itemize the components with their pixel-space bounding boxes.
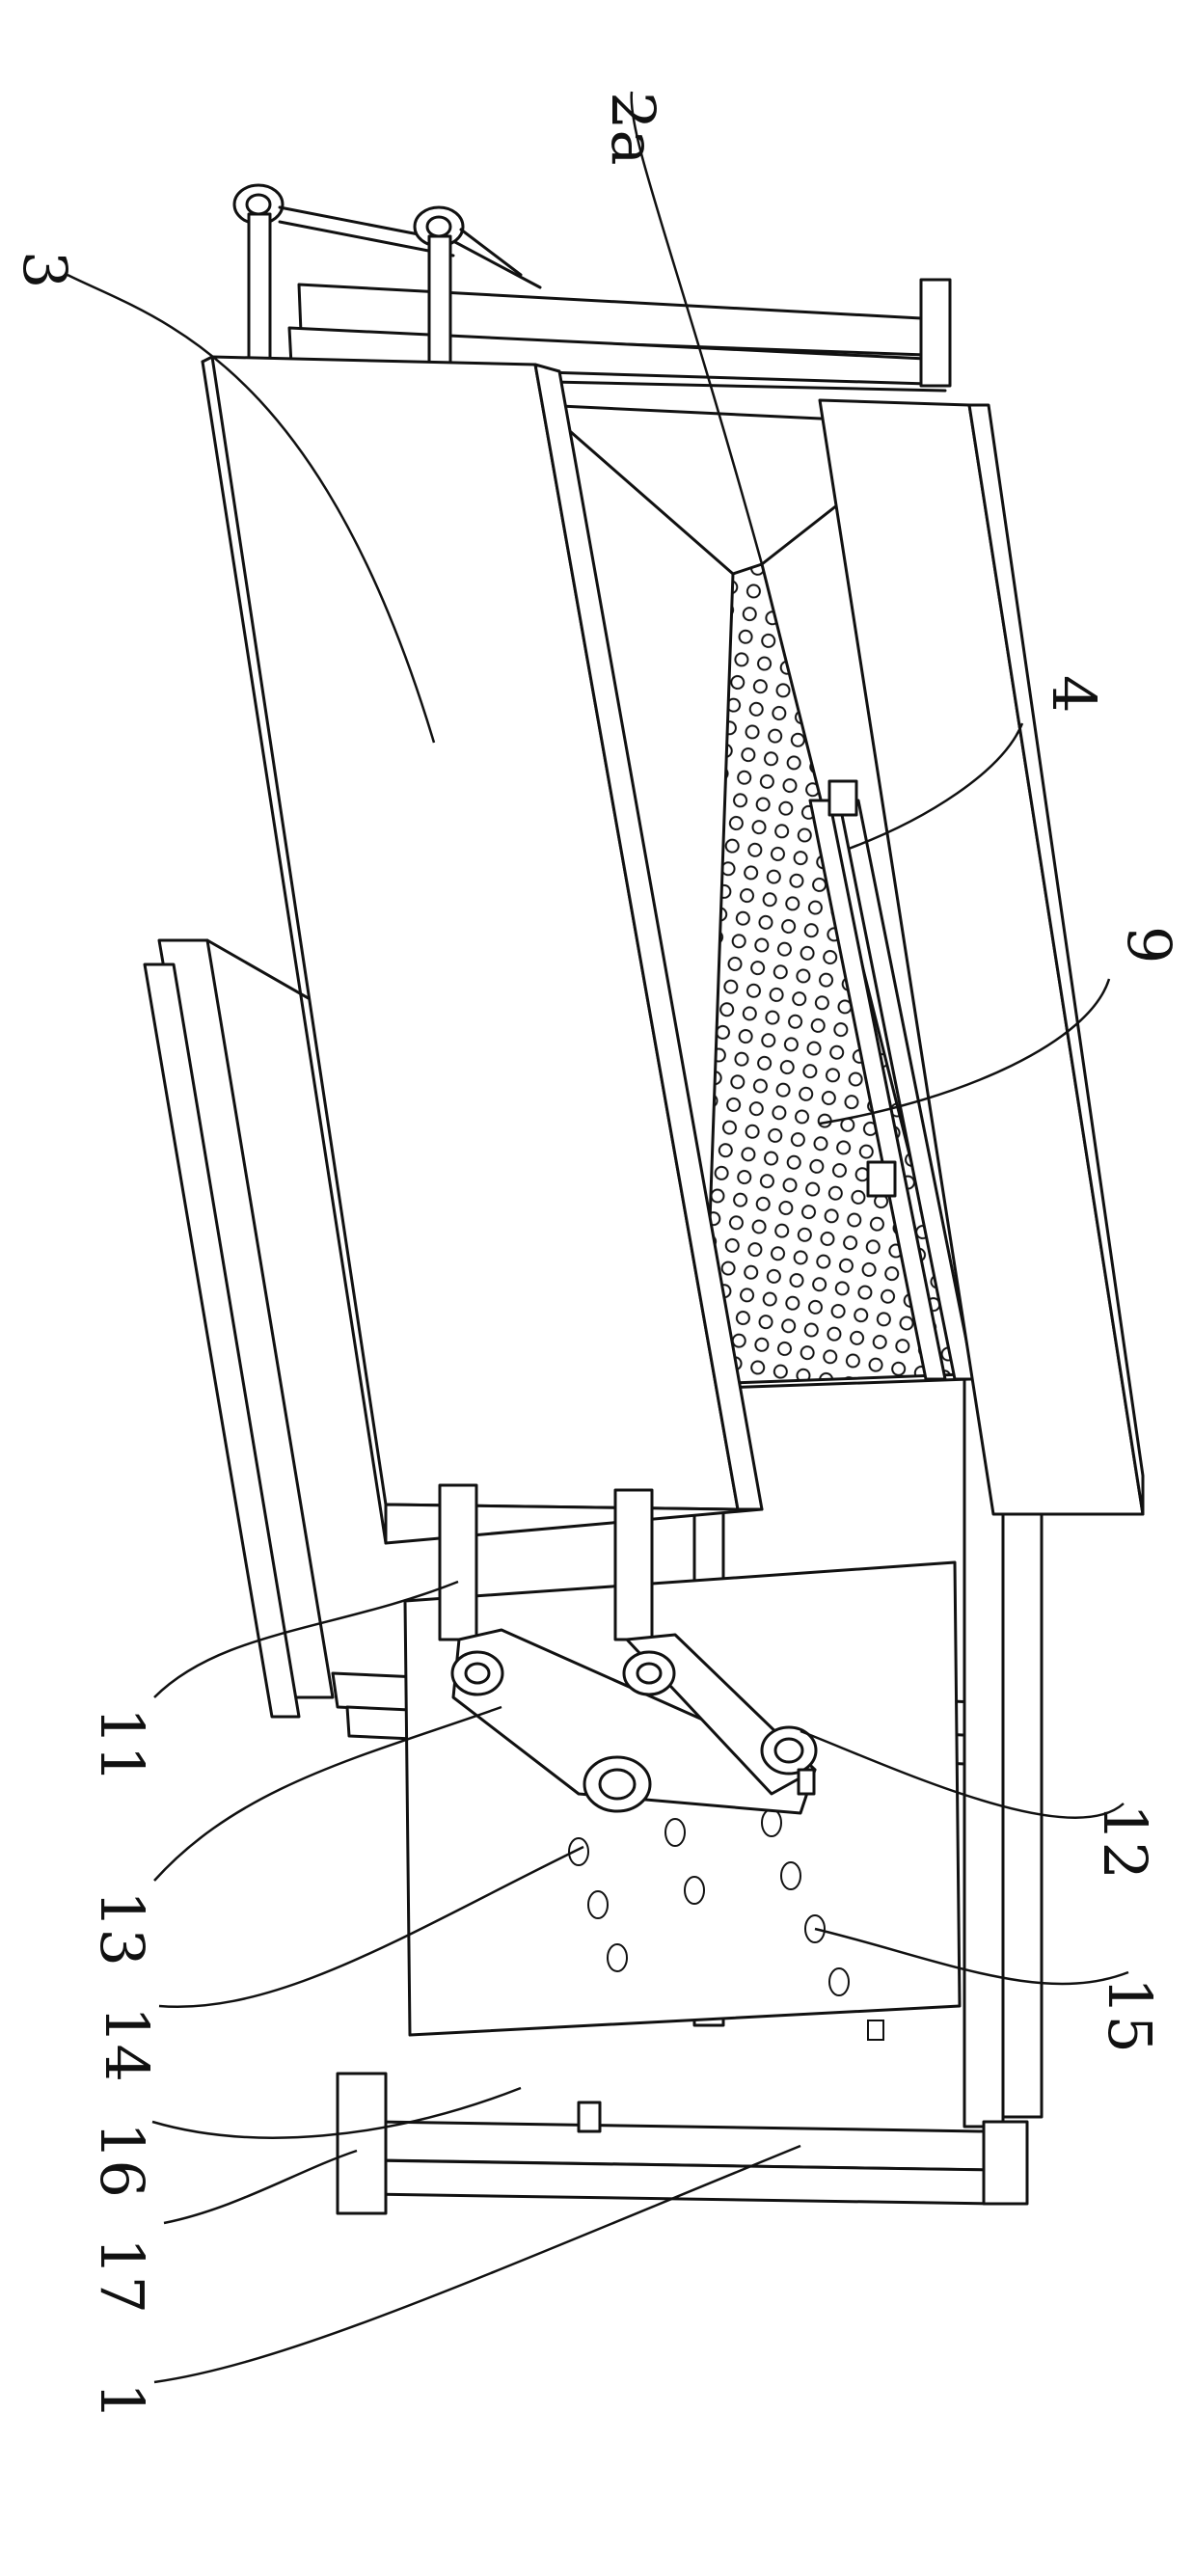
label-3: 3 [10,251,80,288]
leader-12 [800,1729,1125,1820]
leader-1 [153,2144,801,2384]
label-17: 17 [87,2237,157,2314]
part-labels: 2a 3 4 9 11 12 13 14 15 16 17 1 [10,92,1184,2420]
leader-17 [163,2149,358,2225]
label-9: 9 [1114,926,1184,963]
leader-13 [153,1705,502,1882]
leader-14 [158,1845,584,2008]
leader-lines [67,91,1129,2384]
top-frame-assembly [232,183,952,393]
label-14: 14 [92,2006,162,2082]
leader-15 [814,1927,1129,1986]
crank-linkage [438,1483,818,1815]
top-pulley-right [413,205,523,373]
label-1: 1 [87,2382,157,2420]
label-15: 15 [1095,1977,1165,2053]
leader-3 [67,273,436,744]
label-4: 4 [1039,675,1109,713]
label-2a: 2a [598,92,668,165]
label-12: 12 [1090,1803,1160,1880]
lid-panel [201,355,764,1545]
mesh-tray [538,398,1145,1516]
leader-11 [153,1580,459,1698]
leader-4 [848,722,1024,851]
label-11: 11 [87,1707,157,1783]
label-13: 13 [87,1890,157,1966]
label-16: 16 [87,2122,157,2198]
leader-2a [630,91,764,565]
leader-9 [819,978,1111,1125]
leader-16 [151,2086,522,2139]
